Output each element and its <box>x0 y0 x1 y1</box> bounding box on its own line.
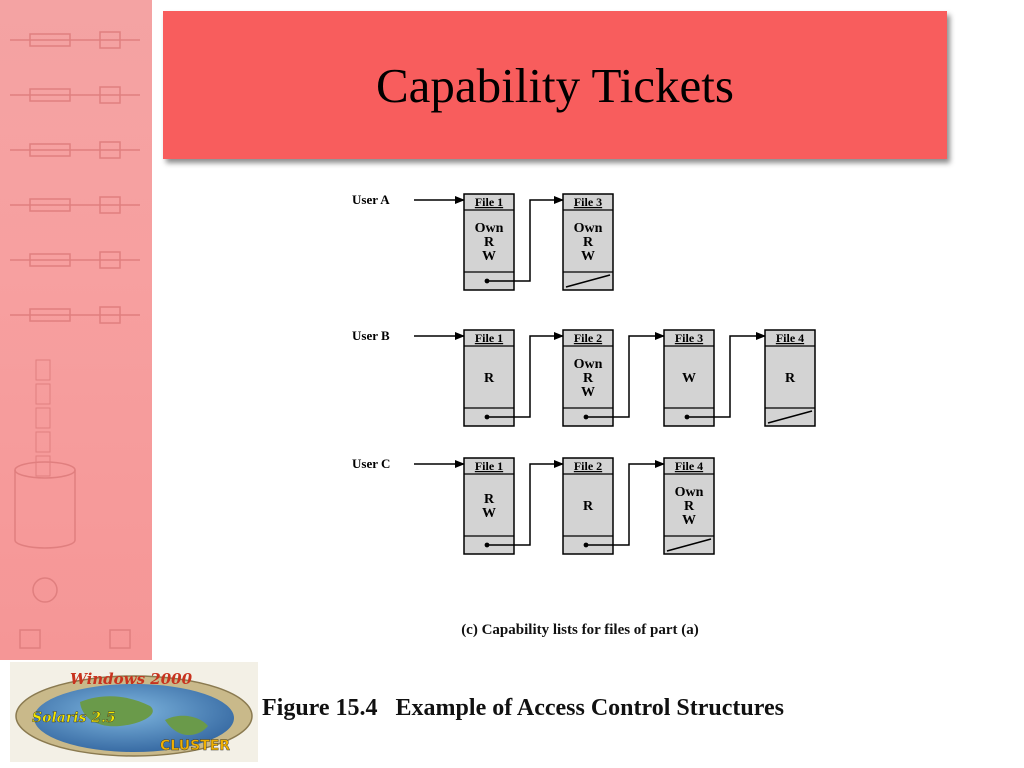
rights-label: R <box>684 499 695 514</box>
file-label: File 3 <box>675 331 703 345</box>
slide-title: Capability Tickets <box>375 57 734 113</box>
circuit-component <box>19 629 41 649</box>
logo-top-text: Windows 2000 <box>70 670 193 688</box>
next-pointer-arrow <box>586 332 665 418</box>
cluster-logo: Windows 2000 Solaris 2.5 CLUSTER <box>10 662 258 762</box>
circuit-component <box>99 196 121 214</box>
user-label: User B <box>352 328 390 343</box>
rights-label: Own <box>574 221 603 236</box>
rights-label: R <box>583 499 594 514</box>
file-label: File 3 <box>574 195 602 209</box>
circuit-component <box>99 86 121 104</box>
cylinder-body <box>14 470 76 549</box>
rights-label: R <box>484 371 495 386</box>
file-label: File 1 <box>475 459 503 473</box>
null-pointer-slash <box>666 538 712 552</box>
rights-label: R <box>785 371 796 386</box>
null-pointer-slash <box>767 410 813 424</box>
user-label: User C <box>352 456 390 471</box>
diagram-caption: (c) Capability lists for files of part (… <box>461 622 699 638</box>
rights-label: R <box>484 492 495 507</box>
circuit-component <box>35 455 51 477</box>
circuit-component <box>29 88 71 102</box>
rights-label: R <box>583 371 594 386</box>
rights-label: R <box>583 235 594 250</box>
next-pointer-arrow <box>687 332 766 418</box>
rights-label: W <box>682 371 696 386</box>
rights-label: Own <box>475 221 504 236</box>
circuit-component <box>35 383 51 405</box>
figure-title: Figure 15.4 Example of Access Control St… <box>262 695 784 721</box>
next-pointer-arrow <box>487 460 564 546</box>
circuit-component <box>29 308 71 322</box>
circuit-component <box>99 306 121 324</box>
title-banner: Capability Tickets <box>163 11 947 159</box>
next-pointer-arrow <box>586 460 665 546</box>
next-pointer-arrow <box>487 196 564 282</box>
rights-label: W <box>581 249 595 264</box>
circuit-component <box>35 359 51 381</box>
file-label: File 2 <box>574 459 602 473</box>
circuit-component <box>29 143 71 157</box>
file-label: File 1 <box>475 195 503 209</box>
rights-label: R <box>484 235 495 250</box>
circuit-component <box>109 629 131 649</box>
decorative-sidebar <box>0 0 152 660</box>
circuit-component <box>29 253 71 267</box>
next-pointer-arrow <box>487 332 564 418</box>
user-label: User A <box>352 192 390 207</box>
circuit-component <box>35 407 51 429</box>
file-label: File 4 <box>675 459 703 473</box>
rights-label: W <box>581 385 595 400</box>
null-pointer-slash <box>565 274 611 288</box>
logo-bottom-text: CLUSTER <box>160 738 230 754</box>
circuit-component <box>99 251 121 269</box>
rights-label: Own <box>675 485 704 500</box>
circuit-component <box>35 431 51 453</box>
circuit-component <box>99 141 121 159</box>
circuit-component <box>29 33 71 47</box>
file-label: File 2 <box>574 331 602 345</box>
circuit-component <box>99 31 121 49</box>
file-label: File 1 <box>475 331 503 345</box>
rights-label: W <box>482 249 496 264</box>
circuit-component <box>29 198 71 212</box>
circuit-node <box>32 577 58 603</box>
rights-label: W <box>482 506 496 521</box>
rights-label: W <box>682 513 696 528</box>
logo-left-text: Solaris 2.5 <box>32 710 116 726</box>
rights-label: Own <box>574 357 603 372</box>
sidebar-circuit-pattern <box>10 31 140 649</box>
file-label: File 4 <box>776 331 804 345</box>
